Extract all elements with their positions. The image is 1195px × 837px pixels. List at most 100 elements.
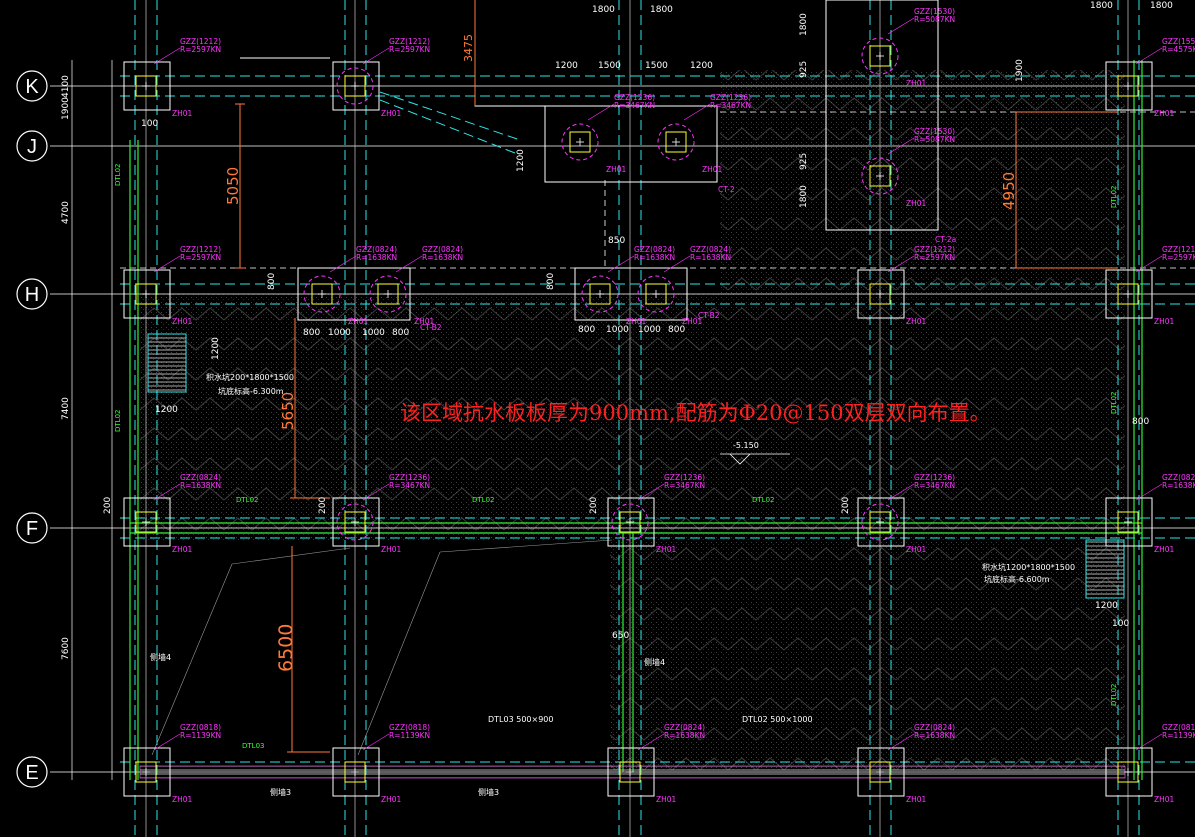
column-load: R=2597KN	[389, 45, 430, 54]
column-square	[589, 283, 611, 305]
column-square	[869, 45, 891, 67]
column-name: GZZ(0824)	[914, 723, 955, 732]
axis-bubble-h[interactable]: H	[16, 278, 48, 310]
column-cap-outline	[857, 747, 905, 797]
column-name: GZZ(0824)	[422, 245, 463, 254]
dim-left-1900: 1900	[61, 97, 71, 120]
column-load: R=1638KN	[664, 731, 705, 740]
column-name: GZZ(0818)	[180, 723, 221, 732]
slab-elevation: -5.150	[733, 441, 759, 450]
column-square	[569, 131, 591, 153]
axis-bubble-j[interactable]: J	[16, 130, 48, 162]
orange-outlines	[235, 0, 1118, 753]
column-name: GZZ(1530)	[914, 127, 955, 136]
dim-3475: 3475	[462, 34, 475, 62]
column-zh-tag: ZH01	[381, 795, 402, 804]
column-square	[135, 283, 157, 305]
column-zh-tag: ZH01	[1154, 109, 1175, 118]
column-name: GZZ(1236)	[614, 93, 655, 102]
column-zh-tag: ZH01	[1154, 795, 1175, 804]
dim-misc-1200d: 1200	[211, 337, 221, 360]
beam-label-2: DTL02	[114, 410, 122, 432]
column-load: R=3467KN	[914, 481, 955, 490]
column-leader	[395, 255, 423, 273]
axis-bubble-f[interactable]: F	[16, 512, 48, 544]
dim-misc-200a: 200	[103, 497, 113, 514]
big-dims: 3475 5050 4950 5650 6500	[224, 34, 1018, 672]
column-leader	[362, 733, 390, 751]
pile-circle	[637, 275, 675, 313]
pile-circle	[561, 123, 599, 161]
column-load: R=5087KN	[914, 15, 955, 24]
column-square	[344, 511, 366, 533]
dim-cap-3: 1500	[645, 61, 668, 71]
dim-caph-4: 800	[392, 328, 409, 338]
axis-bubble-k[interactable]: K	[16, 70, 48, 102]
dim-misc-200c: 200	[589, 497, 599, 514]
column-leader	[663, 255, 691, 273]
column-load: R=1638KN	[1162, 481, 1195, 490]
column-leader	[329, 255, 357, 273]
column-cap-outline	[123, 747, 171, 797]
pile-circle	[303, 275, 341, 313]
beam-label-3: DTL02	[236, 496, 258, 504]
column-load: R=1638KN	[422, 253, 463, 262]
dim-top-1: 1800	[592, 5, 615, 15]
column-leader	[362, 47, 390, 65]
column-leader	[887, 733, 915, 751]
column-leader	[637, 483, 665, 501]
axis-bubble-e[interactable]: E	[16, 756, 48, 788]
beam-label-6: DTL02 500×1000	[742, 715, 813, 724]
column-7[interactable]: GZZ(1555)R=4575KNZH01	[1105, 37, 1195, 118]
column-name: GZZ(1212)	[180, 245, 221, 254]
column-zh-tag: ZH01	[682, 317, 703, 326]
beam-label-7: DTL02	[472, 496, 494, 504]
beam-label-1: DTL02	[114, 164, 122, 186]
dim-misc-100b: 100	[1112, 619, 1129, 629]
axis-label: J	[27, 136, 37, 158]
dim-caph-3: 1000	[362, 328, 385, 338]
column-load: R=3467KN	[389, 481, 430, 490]
column-cap-outline	[332, 61, 380, 111]
cap-label-4: CT-B2	[698, 311, 720, 320]
axis-label: F	[26, 518, 38, 540]
dim-misc-1800a: 1800	[799, 13, 809, 36]
column-name: GZZ(1530)	[914, 7, 955, 16]
column-square	[645, 283, 667, 305]
dim-misc-1900: 1900	[1015, 59, 1025, 82]
pit1-sub: 坑底标高-6.300m	[218, 386, 284, 396]
column-name: GZZ(0818)	[389, 723, 430, 732]
pile-circle	[657, 123, 695, 161]
column-zh-tag: ZH01	[656, 545, 677, 554]
axis-circle	[16, 512, 48, 544]
dim-caph2-3: 1000	[638, 325, 661, 335]
column-square	[1117, 761, 1139, 783]
column-square	[869, 165, 891, 187]
column-leader	[153, 483, 181, 501]
axis-circle	[16, 278, 48, 310]
